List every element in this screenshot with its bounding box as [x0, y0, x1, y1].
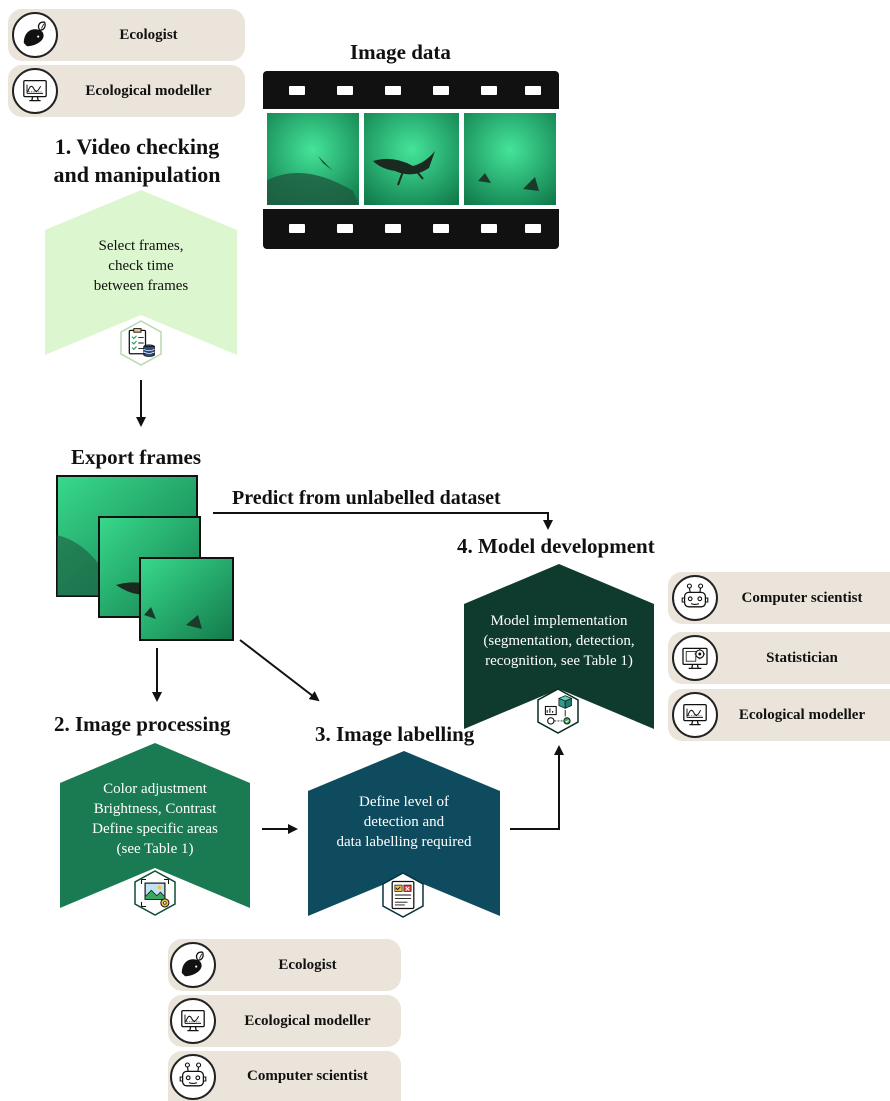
step1-title-line1: 1. Video checking [54, 134, 220, 159]
step4-text-line: recognition, see Table 1) [485, 653, 633, 669]
checklist-database-icon [120, 320, 162, 366]
role-label: Statistician [766, 649, 838, 666]
modeller-icon-circle [672, 692, 718, 738]
role-computer-scientist-right: Computer scientist [668, 572, 890, 624]
role-ecological-modeller-bottom: Ecological modeller [168, 995, 401, 1047]
step1-title: 1. Video checking and manipulation [47, 133, 227, 189]
role-label: Computer scientist [741, 589, 863, 606]
monitor-gear-icon [679, 642, 711, 674]
step2-title: 2. Image processing [54, 712, 231, 736]
step4-text-line: Model implementation [490, 613, 628, 629]
step3-text: Define level of detection and data label… [308, 792, 500, 852]
step2-text: Color adjustment Brightness, Contrast De… [60, 779, 250, 859]
step3-text-line: data labelling required [336, 834, 472, 850]
role-statistician-right: Statistician [668, 632, 890, 684]
step3-shape [308, 751, 500, 916]
filmstrip [263, 71, 559, 249]
model-development-icon [537, 688, 579, 734]
role-label: Computer scientist [247, 1067, 368, 1084]
step1-text-line: Select frames, [98, 238, 184, 254]
robot-icon [679, 582, 711, 614]
image-processing-icon [134, 870, 176, 916]
robot-icon [177, 1061, 209, 1093]
role-ecological-modeller-top: Ecological modeller [8, 65, 245, 117]
step2-shape [60, 743, 250, 908]
step2-text-line: (see Table 1) [116, 841, 194, 857]
image-data-title: Image data [350, 40, 451, 64]
step1-text-line: between frames [93, 278, 189, 294]
ecologist-icon-circle [170, 942, 216, 988]
role-label: Ecological modeller [738, 706, 866, 723]
step3-text-line: Define level of [359, 794, 449, 810]
role-label: Ecologist [119, 26, 178, 43]
step3-text-line: detection and [363, 814, 445, 830]
step4-shape [464, 564, 654, 729]
step1-title-line2: and manipulation [53, 162, 221, 187]
ecologist-icon [177, 949, 209, 981]
statistician-icon-circle [672, 635, 718, 681]
labelling-checklist-icon [382, 872, 424, 918]
step4-text-line: (segmentation, detection, [483, 633, 635, 649]
robot-icon-circle [672, 575, 718, 621]
step4-text: Model implementation (segmentation, dete… [459, 611, 659, 671]
ecologist-icon-circle [12, 12, 58, 58]
role-ecological-modeller-right: Ecological modeller [668, 689, 890, 741]
step2-text-line: Define specific areas [92, 821, 218, 837]
monitor-chart-icon [679, 699, 711, 731]
step1-text-line: check time [108, 258, 174, 274]
role-label: Ecological modeller [244, 1012, 371, 1029]
role-ecologist-bottom: Ecologist [168, 939, 401, 991]
robot-icon-circle [170, 1054, 216, 1100]
step2-text-line: Color adjustment [103, 781, 207, 797]
role-label: Ecologist [278, 956, 337, 973]
role-computer-scientist-bottom: Computer scientist [168, 1051, 401, 1101]
step1-text: Select frames, check time between frames [45, 236, 237, 296]
exported-frames-stack [56, 475, 234, 641]
step3-title: 3. Image labelling [315, 722, 475, 746]
predict-label: Predict from unlabelled dataset [232, 487, 501, 509]
monitor-chart-icon [177, 1005, 209, 1037]
modeller-icon-circle [12, 68, 58, 114]
export-frames-title: Export frames [71, 445, 202, 469]
step1-shape [45, 190, 237, 355]
role-ecologist-top: Ecologist [8, 9, 245, 61]
step2-text-line: Brightness, Contrast [93, 801, 217, 817]
role-label: Ecological modeller [85, 82, 212, 99]
step4-title: 4. Model development [457, 534, 655, 558]
modeller-icon-circle [170, 998, 216, 1044]
